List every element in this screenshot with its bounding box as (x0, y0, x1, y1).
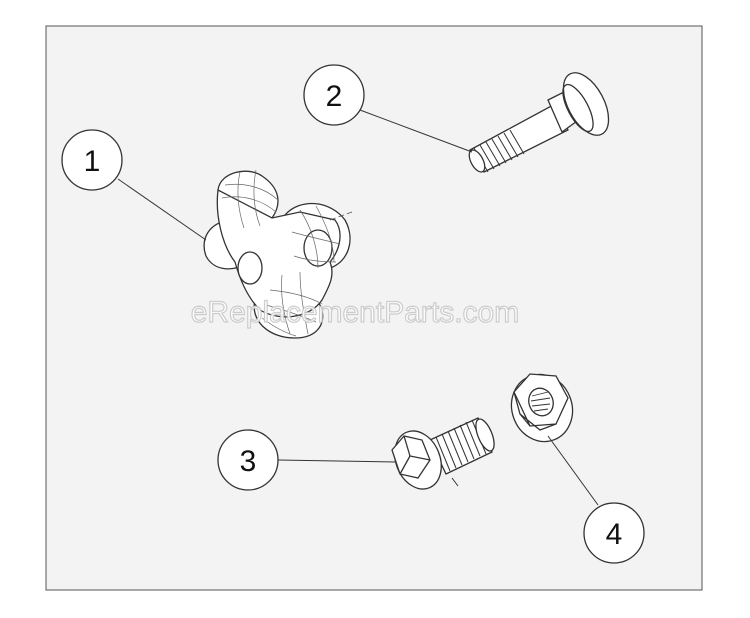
hex-bolt-part (391, 417, 495, 490)
callout-number-4: 4 (606, 518, 623, 551)
leader-line-4 (547, 435, 599, 506)
knob-part (203, 169, 353, 339)
callout-number-3: 3 (240, 445, 257, 478)
callout-number-2: 2 (326, 80, 343, 113)
leader-line-3 (277, 459, 397, 463)
watermark-text: eReplacementParts.com (191, 296, 519, 329)
leader-lines (117, 109, 599, 506)
callout-number-1: 1 (84, 145, 101, 178)
callout-1: 1 (61, 129, 123, 191)
hex-nut-part (510, 373, 574, 443)
leader-line-2 (359, 109, 473, 153)
leader-line-1 (117, 178, 207, 241)
carriage-bolt-part (468, 72, 610, 173)
callout-3: 3 (217, 429, 279, 491)
callout-4: 4 (583, 502, 645, 564)
callout-2: 2 (303, 64, 365, 126)
